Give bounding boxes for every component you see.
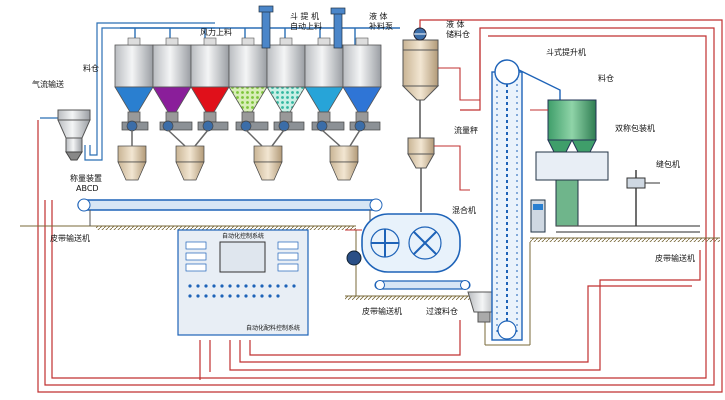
- label-weighing-device: 称量装置: [70, 174, 102, 183]
- belt-conveyor-mid: [374, 280, 471, 290]
- silo-row: [114, 44, 382, 123]
- label-silo-right: 料仓: [598, 74, 614, 83]
- flow-scale: [407, 137, 435, 212]
- label-liquid-feeder-2: 补料泵: [369, 22, 393, 31]
- bucket-elevator: [491, 59, 561, 341]
- control-cabinet: [177, 229, 309, 336]
- weighing-hoppers: [117, 145, 359, 181]
- screw-feeders: [121, 120, 381, 132]
- hopper-chutes: [131, 129, 361, 147]
- label-liquid-feeder: 液 体: [369, 12, 388, 21]
- liquid-pump: [413, 27, 427, 41]
- process-pipes: [345, 67, 548, 231]
- mixer: [346, 213, 461, 273]
- label-silo-left: 料仓: [83, 64, 99, 73]
- liquid-tank: [401, 39, 440, 140]
- silo-purple: [152, 44, 192, 123]
- signal-cables: [37, 19, 723, 393]
- silo-red: [190, 44, 230, 123]
- top-distribution-pipe: [120, 27, 400, 45]
- double-packing-machine: [530, 99, 700, 233]
- silo-teal-dots: [266, 44, 306, 123]
- label-control-cabinet-title: 自动化控制系统: [222, 233, 265, 240]
- label-belt-conveyor-right: 皮带输送机: [655, 254, 695, 263]
- silo-cyan: [304, 44, 344, 123]
- label-sewing-machine: 缝包机: [656, 160, 680, 169]
- label-wind-feeding: 风力上料: [200, 28, 232, 37]
- label-liquid-tank-2: 储料仓: [446, 30, 470, 39]
- label-liquid-tank: 液 体: [446, 20, 465, 29]
- silo-blue: [114, 44, 154, 123]
- label-belt-conveyor-mid: 皮带输送机: [362, 307, 402, 316]
- label-auto-feeding: 自动上料: [290, 22, 322, 31]
- label-belt-conveyor-left: 皮带输送机: [50, 234, 90, 243]
- cyclone-feeder: [57, 109, 91, 161]
- silo-blue-2: [342, 44, 382, 123]
- silo-green-dots: [228, 44, 268, 123]
- label-transition-bin: 过渡料仓: [426, 307, 458, 316]
- top-bucket-elevators: [258, 5, 346, 49]
- sewing-machine: [626, 170, 660, 226]
- label-flow-scale: 流量秤: [454, 126, 478, 135]
- belt-conveyor-left: [77, 198, 383, 226]
- label-pneumatic-conveying: 气流输送: [32, 80, 64, 89]
- label-mixer: 混合机: [452, 206, 476, 215]
- silo-filters: [127, 37, 369, 46]
- label-weighing-abcd: ABCD: [76, 184, 99, 193]
- label-bucket-elevator: 斗式提升机: [546, 48, 586, 57]
- label-control-cabinet-footer: 自动化配料控制系统: [246, 325, 301, 332]
- label-double-packing: 双称包装机: [615, 124, 655, 133]
- label-bucket-machine: 斗 提 机: [290, 12, 320, 21]
